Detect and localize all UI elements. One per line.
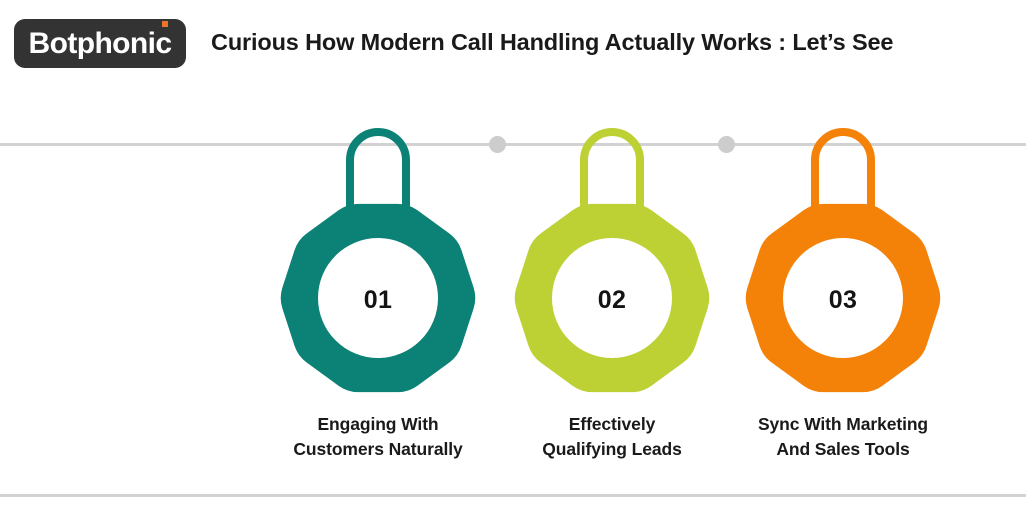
step-item-3[interactable]: 03 Sync With Marketing And Sales Tools [725, 112, 961, 472]
step-caption-3-line2: And Sales Tools [776, 439, 910, 459]
connector-dot-2 [717, 136, 735, 153]
padlock-icon-1 [280, 128, 476, 393]
logo-text: Botphonic [28, 26, 173, 60]
page-title: Curious How Modern Call Handling Actuall… [211, 29, 894, 55]
step-item-1[interactable]: 01 Engaging With Customers Naturally [260, 112, 496, 472]
step-caption-1-line1: Engaging With [317, 414, 439, 434]
padlock-body [745, 203, 941, 393]
step-caption-2-line1: Effectively [568, 414, 656, 434]
padlock-body [280, 203, 476, 393]
timeline-rail [0, 143, 1026, 146]
step-caption-3-line1: Sync With Marketing [757, 414, 929, 434]
padlock-icon-2 [514, 128, 710, 393]
step-caption-1-line2: Customers Naturally [293, 439, 463, 459]
padlock-shackle [346, 128, 410, 220]
step-caption-2-line2: Qualifying Leads [542, 439, 682, 459]
padlock-shackle [811, 128, 875, 220]
logo: Botphonic [14, 19, 186, 68]
padlock-body [514, 203, 710, 393]
step-item-2[interactable]: 02 Effectively Qualifying Leads [494, 112, 730, 472]
padlock-icon-3 [745, 128, 941, 393]
connector-dot-1 [488, 136, 506, 153]
logo-wordmark: Botphonic [28, 20, 173, 60]
header: Botphonic Curious How Modern Call Handli… [0, 0, 1030, 96]
step-caption-1: Engaging With Customers Naturally [246, 412, 510, 462]
logo-accent-dot-icon [162, 20, 169, 27]
step-caption-2: Effectively Qualifying Leads [480, 412, 744, 462]
padlock-shackle [580, 128, 644, 220]
step-caption-3: Sync With Marketing And Sales Tools [711, 412, 975, 462]
footer-divider [0, 494, 1026, 497]
